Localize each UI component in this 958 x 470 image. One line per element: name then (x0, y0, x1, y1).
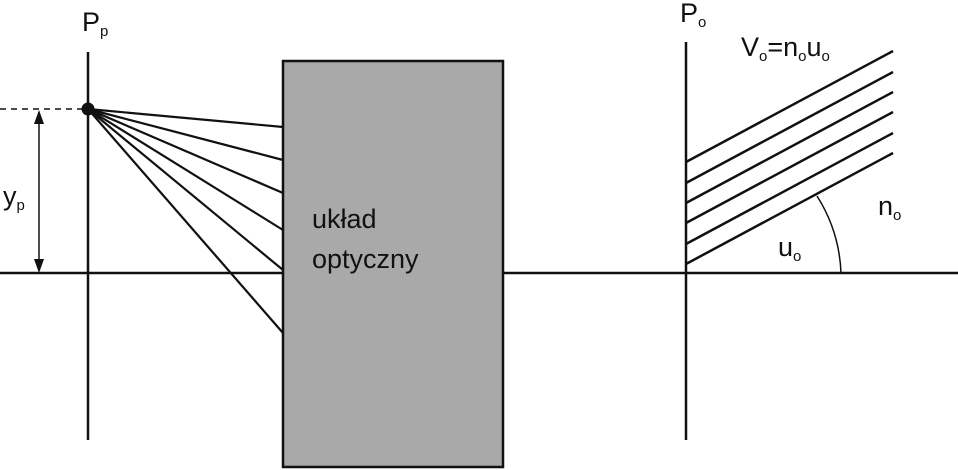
optical-system-label-line1: układ (312, 204, 377, 234)
output-ray (685, 70, 894, 185)
output-ray (685, 151, 894, 266)
output-ray (685, 49, 894, 164)
object-ray (87, 107, 284, 129)
object-point (81, 102, 95, 116)
angle-arc (816, 195, 842, 274)
angle-label: uo (778, 232, 801, 265)
object-plane-label: Pp (82, 7, 108, 40)
object-ray-fan (87, 107, 284, 334)
output-ray-bundle (685, 49, 894, 266)
object-ray (87, 108, 284, 271)
output-ray (685, 110, 894, 225)
optical-system-box (281, 59, 505, 469)
object-ray (87, 107, 284, 162)
height-arrow (34, 110, 44, 273)
output-ray (685, 90, 894, 205)
medium-index-label: no (878, 191, 901, 224)
optical-direction-formula: Vo=nouo (741, 32, 830, 65)
image-plane-label: Po (680, 0, 706, 31)
optical-system-label-line2: optyczny (312, 244, 419, 274)
object-ray (87, 108, 284, 231)
object-ray (87, 108, 284, 334)
object-ray (87, 107, 284, 195)
height-label: yp (3, 181, 25, 214)
output-ray (685, 131, 894, 246)
